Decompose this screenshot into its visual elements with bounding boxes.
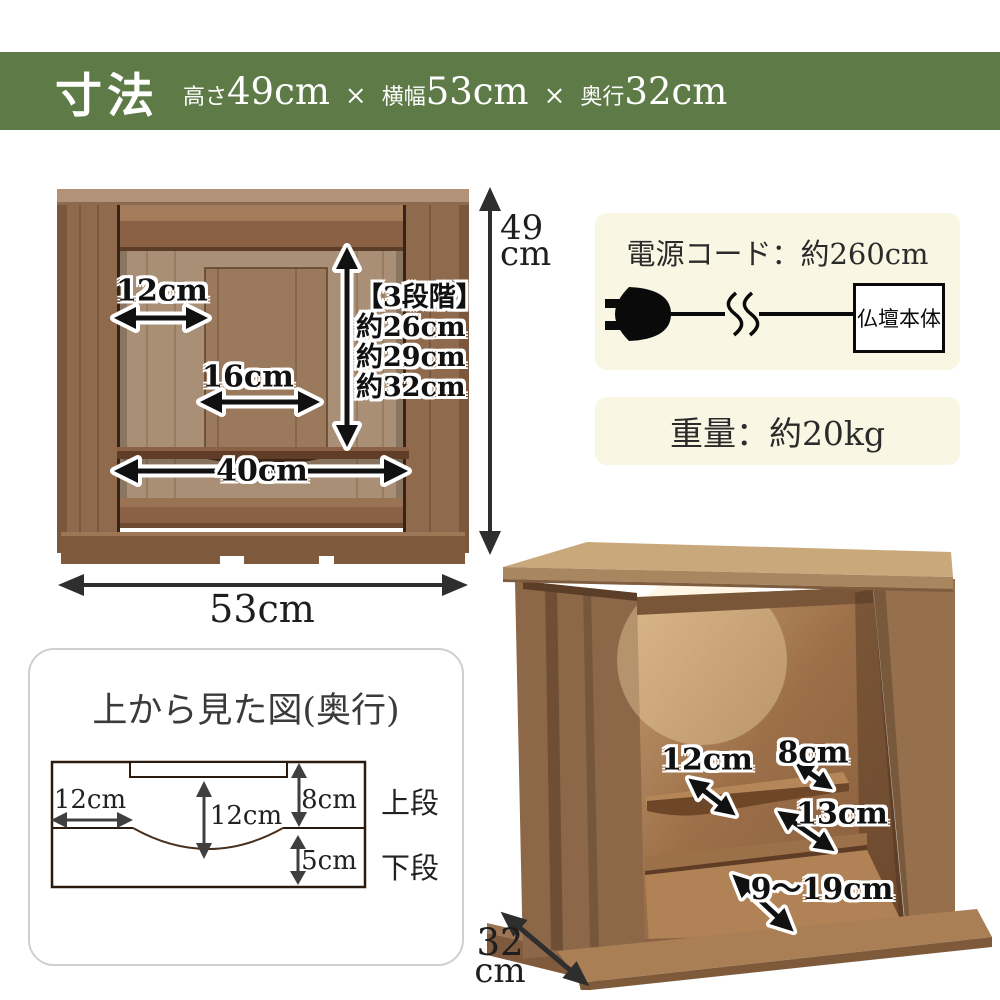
angled-view-photo bbox=[487, 542, 992, 990]
front-height-unit: cm bbox=[500, 234, 552, 274]
front-stage-dimensions: 【3段階】 約26cm 約29cm 約32cm bbox=[356, 283, 483, 403]
power-cord-title: 電源コード：約260cm bbox=[626, 237, 929, 271]
dimension-summary: 高さ 49cm × 横幅 53cm × 奥行 32cm bbox=[183, 70, 727, 113]
stage-value: 約26cm bbox=[356, 312, 466, 343]
front-width-label: 53cm bbox=[209, 587, 315, 631]
width-label: 横幅 bbox=[381, 84, 426, 110]
power-plug-icon bbox=[605, 287, 853, 341]
arrow-topview-5cm bbox=[290, 835, 306, 885]
angled-depth-number: 32 bbox=[476, 921, 524, 964]
altar-unit-box: 仏壇本体 bbox=[853, 283, 945, 353]
top-view-schematic bbox=[50, 760, 367, 889]
header-bar: 寸法 高さ 49cm × 横幅 53cm × 奥行 32cm bbox=[0, 52, 1000, 130]
front-dim-40cm: 40cm bbox=[216, 453, 308, 489]
topview-dim-12cm-left: 12cm bbox=[53, 785, 127, 815]
angled-dim-8cm: 8cm bbox=[777, 735, 849, 771]
arrow-topview-8cm bbox=[291, 763, 307, 827]
width-value: 53cm bbox=[425, 69, 529, 113]
stage-value: 約29cm bbox=[356, 342, 466, 373]
arrow-12cm-shelf bbox=[684, 775, 740, 819]
lower-tier-label: 下段 bbox=[380, 851, 440, 885]
topview-dim-8cm: 8cm bbox=[301, 785, 357, 815]
upper-tier-label: 上段 bbox=[380, 786, 440, 820]
front-dim-12cm: 12cm bbox=[116, 273, 208, 309]
angled-dim-13cm: 13cm bbox=[796, 796, 888, 832]
power-cord-box: 電源コード：約260cm 仏壇本体 bbox=[595, 213, 960, 370]
arrow-9-19cm-slide bbox=[728, 870, 798, 936]
front-height-number: 49 bbox=[500, 208, 544, 248]
angled-dim-9-19cm: 9〜19cm bbox=[750, 872, 894, 907]
front-height-label: 49 cm bbox=[500, 208, 552, 274]
arrow-3stage-vertical bbox=[332, 243, 362, 451]
arrow-13cm-lower-shelf bbox=[773, 807, 839, 855]
angled-depth-label: 32 cm bbox=[468, 921, 532, 991]
arrow-16cm-front bbox=[196, 387, 324, 417]
arrow-40cm-front bbox=[110, 455, 412, 487]
multiply-sign: × bbox=[344, 80, 367, 111]
arrow-topview-12cm-center bbox=[196, 781, 212, 859]
arrow-32cm-depth bbox=[500, 911, 590, 987]
topview-dim-5cm: 5cm bbox=[301, 846, 357, 876]
multiply-sign: × bbox=[543, 80, 566, 111]
front-dim-16cm: 16cm bbox=[202, 359, 294, 395]
topview-dim-12cm-center: 12cm bbox=[209, 801, 283, 831]
top-view-title: 上から見た図(奥行) bbox=[92, 691, 400, 731]
depth-value: 32cm bbox=[624, 69, 728, 113]
arrow-53cm-width bbox=[58, 574, 468, 596]
arrow-8cm-upper-shelf bbox=[791, 759, 837, 793]
height-value: 49cm bbox=[227, 69, 330, 113]
arrow-topview-12cm-left bbox=[51, 812, 133, 828]
depth-label: 奥行 bbox=[580, 84, 625, 110]
angled-depth-unit: cm bbox=[474, 951, 526, 991]
arrow-12cm-front bbox=[110, 303, 212, 333]
angled-dim-12cm: 12cm bbox=[661, 742, 753, 778]
weight-label: 重量：約20kg bbox=[669, 414, 886, 453]
height-label: 高さ bbox=[183, 84, 228, 110]
arrow-49cm-height bbox=[479, 187, 501, 555]
weight-box: 重量：約20kg bbox=[595, 397, 960, 465]
stage-value: 約32cm bbox=[356, 372, 466, 403]
stage-title: 【3段階】 bbox=[356, 282, 483, 313]
page-title: 寸法 bbox=[55, 68, 159, 124]
